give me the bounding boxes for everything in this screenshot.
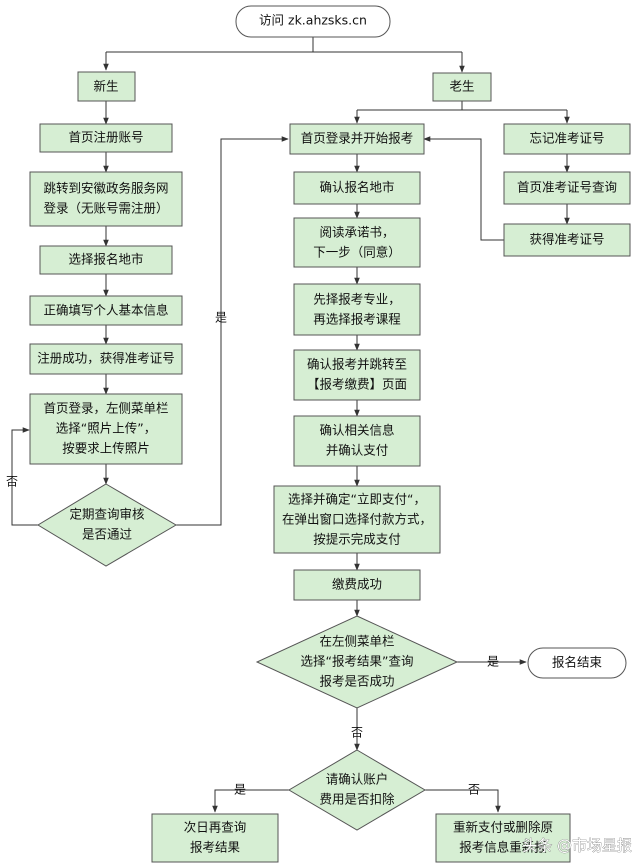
node-text-m3-line2: 下一步（同意） xyxy=(313,245,401,260)
node-text-n6-line1: 首页登录，左侧菜单栏 xyxy=(43,401,168,416)
node-text-m7-line3: 按提示完成支付 xyxy=(313,532,401,547)
node-text-d2-line2: 选择“报考结果”查询 xyxy=(301,654,414,669)
node-text-m6-line1: 确认相关信息 xyxy=(319,423,394,438)
label-d2-yes: 是 xyxy=(487,655,499,669)
node-query-next-day xyxy=(151,813,279,863)
node-text-b2-line1: 重新支付或删除原 xyxy=(453,820,553,835)
flow-shapes xyxy=(29,5,631,863)
node-text-n2-line1: 跳转到安徽政务服务网 xyxy=(43,181,168,196)
node-text-d2-line1: 在左侧菜单栏 xyxy=(319,634,394,649)
node-forgot-id xyxy=(503,123,631,155)
node-text-m7-line1: 选择并确定“立即支付“， xyxy=(288,492,426,507)
edge-r3-m1 xyxy=(423,136,504,241)
node-confirm-pay xyxy=(293,415,421,467)
node-text-d3-line1: 请确认账户 xyxy=(326,772,389,787)
node-text-d1-line2: 是否通过 xyxy=(82,527,133,542)
node-text-n4-line1: 正确填写个人基本信息 xyxy=(43,303,168,318)
node-text-d2-line3: 报考是否成功 xyxy=(319,674,394,689)
node-text-n5-line1: 注册成功，获得准考证号 xyxy=(37,351,175,366)
edge-d1-no-loop xyxy=(11,427,38,526)
edge-labels: 是 否 是 否 是 否 xyxy=(6,311,499,797)
node-text-r2-line1: 首页准考证号查询 xyxy=(517,180,617,195)
edge-split-new xyxy=(106,51,462,70)
node-text-new-line1: 新生 xyxy=(93,79,118,94)
flow-labels: 访问 zk.ahzsks.cn 新生 老生首页注册账号跳转到安徽政务服务网登录（无账… xyxy=(37,13,617,855)
node-upload-photo xyxy=(29,393,183,465)
node-text-n3-line1: 选择报名地市 xyxy=(68,252,143,267)
node-text-m8-line1: 缴费成功 xyxy=(332,577,382,592)
node-text-m6-line2: 并确认支付 xyxy=(326,443,389,458)
node-text-m1-line1: 首页登录并开始报考 xyxy=(301,131,414,146)
node-text-b2-line2: 报考信息重新报 xyxy=(459,840,547,855)
edge-d3-no-b2 xyxy=(425,789,501,813)
label-d3-no: 否 xyxy=(468,783,480,797)
node-text-r1-line1: 忘记准考证号 xyxy=(529,131,604,146)
node-decision-fee xyxy=(288,749,426,831)
label-d1-no: 否 xyxy=(6,475,18,489)
node-query-id xyxy=(503,171,631,205)
node-text-m5-line1: 确认报考并跳转至 xyxy=(307,357,407,372)
node-text-m7-line2: 在弹出窗口选择付款方式， xyxy=(282,512,432,527)
node-login-start xyxy=(289,123,425,155)
node-text-start-line1: 访问 zk.ahzsks.cn xyxy=(259,13,367,28)
node-start xyxy=(235,5,391,38)
node-jump-gov-login xyxy=(29,171,183,227)
node-text-n6-line2: 选择“照片上传”， xyxy=(56,421,156,436)
node-text-end-line1: 报名结束 xyxy=(552,655,603,670)
node-text-m2-line1: 确认报名地市 xyxy=(319,180,394,195)
node-text-m4-line2: 再选择报考课程 xyxy=(313,312,401,327)
node-text-n6-line3: 按要求上传照片 xyxy=(62,441,150,456)
node-text-n1-line1: 首页注册账号 xyxy=(68,130,143,145)
node-text-d1-line1: 定期查询审核 xyxy=(69,507,145,522)
node-text-m4-line1: 先择报考专业， xyxy=(313,292,401,307)
node-read-commitment xyxy=(293,217,421,268)
node-text-m5-line2: 【报考缴费】页面 xyxy=(307,377,407,392)
node-confirm-city xyxy=(293,171,421,205)
node-pay-success xyxy=(293,569,421,601)
node-end xyxy=(527,647,627,679)
node-text-d3-line2: 费用是否扣除 xyxy=(319,792,395,807)
label-d1-yes: 是 xyxy=(215,311,227,325)
label-d2-no: 否 xyxy=(351,726,363,740)
node-select-pay xyxy=(273,485,441,554)
node-text-b1-line1: 次日再查询 xyxy=(184,820,247,835)
flow-connectors xyxy=(11,37,570,813)
node-register-account xyxy=(39,123,173,153)
node-text-b1-line2: 报考结果 xyxy=(190,840,241,855)
node-get-id xyxy=(503,223,631,257)
node-choose-major xyxy=(293,283,421,336)
node-decision-review xyxy=(37,483,177,567)
edge-d3-yes-b1 xyxy=(212,789,289,813)
edge-d1-yes-main xyxy=(176,136,289,526)
node-choose-city xyxy=(39,245,173,275)
node-fill-info xyxy=(29,295,183,326)
node-confirm-jump xyxy=(293,349,421,401)
node-repay xyxy=(435,813,571,863)
node-text-n2-line2: 登录（无账号需注册） xyxy=(43,201,168,216)
node-text-r3-line1: 获得准考证号 xyxy=(529,232,604,247)
watermark: 头条 @市场星报 xyxy=(522,837,632,855)
edge-old-split xyxy=(357,101,567,111)
node-new xyxy=(77,71,136,102)
node-decision-result xyxy=(255,615,459,709)
node-text-m3-line1: 阅读承诺书， xyxy=(319,225,394,240)
label-d3-yes: 是 xyxy=(234,783,246,797)
node-text-old-line1: 老生 xyxy=(449,79,474,94)
node-register-success xyxy=(29,343,183,375)
node-old xyxy=(432,72,492,102)
